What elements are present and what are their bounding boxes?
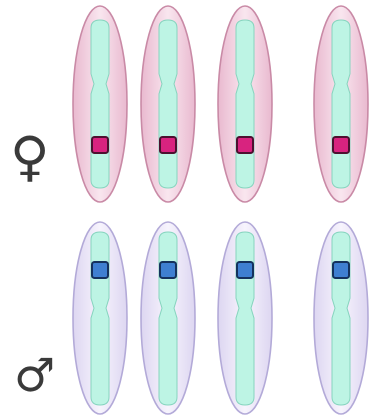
male-chromatid [91,232,109,405]
female-gene-marker [237,137,253,153]
male-chromosome [73,222,127,414]
female-chromatid [91,20,109,188]
male-chromatid [332,232,350,405]
female-symbol: ♀ [10,130,50,184]
female-chromosome [73,6,127,202]
male-chromatid [159,232,177,405]
male-gene-marker [92,262,108,278]
female-gene-marker [333,137,349,153]
male-symbol: ♂ [14,352,55,398]
male-chromatid [236,232,254,405]
female-chromosome-row [73,6,368,202]
female-chromosome [314,6,368,202]
male-gene-marker [333,262,349,278]
female-chromatid [332,20,350,188]
male-gene-marker [237,262,253,278]
female-chromatid [159,20,177,188]
female-gene-marker [160,137,176,153]
female-gene-marker [92,137,108,153]
male-chromosome [141,222,195,414]
female-chromatid [236,20,254,188]
male-chromosome [314,222,368,414]
male-chromosome [218,222,272,414]
male-gene-marker [160,262,176,278]
female-chromosome [218,6,272,202]
male-chromosome-row [73,222,368,414]
female-chromosome [141,6,195,202]
